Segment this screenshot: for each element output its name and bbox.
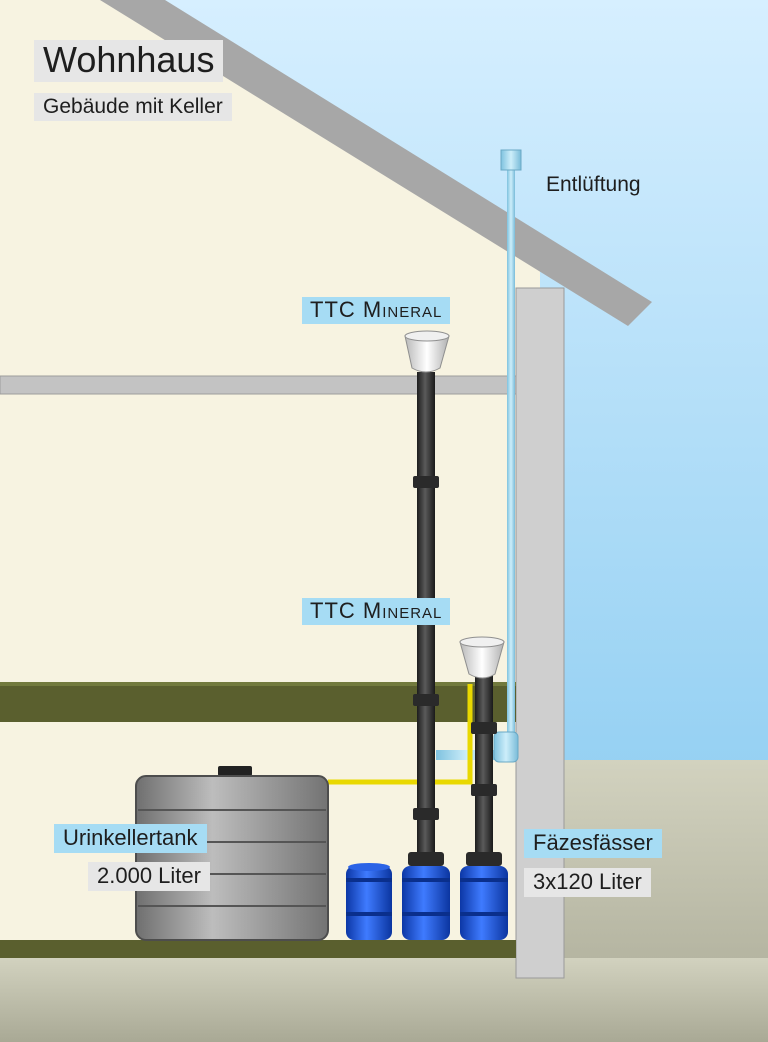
urine-tank-capacity: 2.000 Liter	[88, 862, 210, 891]
toilet-upper-label: TTC Mineral	[302, 297, 451, 324]
urine-tank-label: Urinkellertank	[54, 824, 207, 853]
feces-barrels-capacity: 3x120 Liter	[524, 868, 651, 897]
toilet-lower	[459, 641, 505, 679]
toilet-upper	[404, 335, 450, 373]
feces-barrels-label: Fäzesfässer	[524, 829, 662, 858]
drop-pipe-lower	[475, 675, 493, 860]
upper-floor-slab	[0, 375, 517, 395]
basement-floor-slab	[0, 940, 516, 958]
vent-elbow	[493, 731, 519, 763]
toilet-lower-label: TTC Mineral	[302, 598, 451, 625]
vent-cap	[500, 149, 522, 171]
feces-barrel-2	[402, 866, 450, 940]
vent-connector-pipe	[436, 750, 498, 760]
urine-line	[328, 684, 473, 785]
feces-barrel-3	[460, 866, 508, 940]
urine-tank	[135, 766, 329, 941]
house-subtitle: Gebäude mit Keller	[34, 93, 232, 121]
house-title: Wohnhaus	[34, 40, 224, 82]
vent-pipe	[507, 166, 515, 736]
vent-label: Entlüftung	[546, 173, 641, 196]
feces-barrel-1	[346, 863, 392, 940]
ground-below-basement	[0, 958, 768, 1042]
outer-wall	[515, 287, 565, 979]
